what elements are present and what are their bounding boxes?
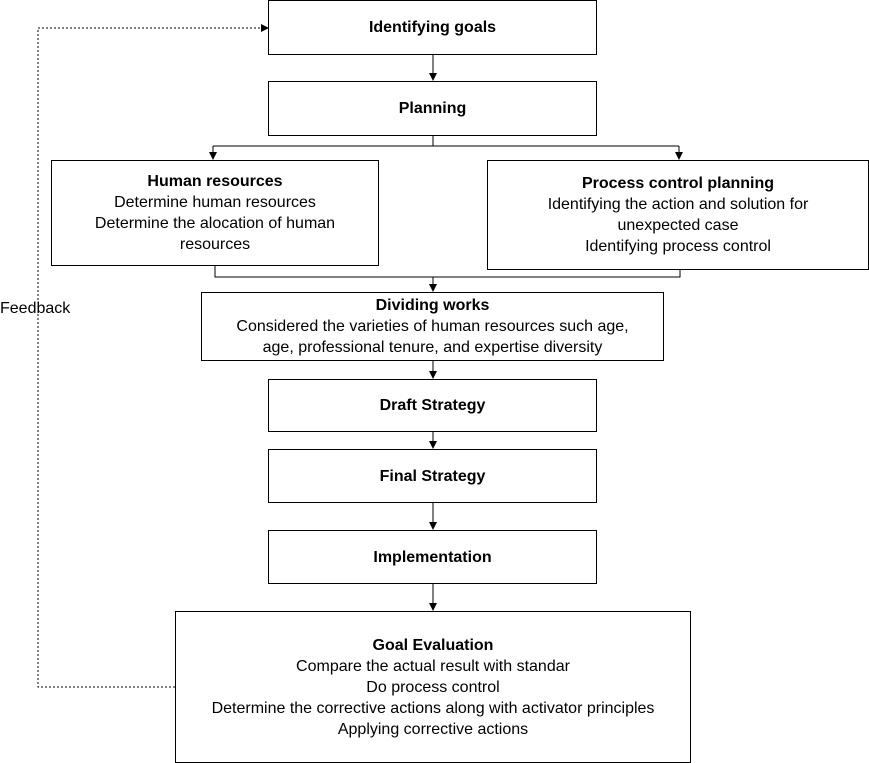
goal-evaluation-title: Goal Evaluation: [372, 636, 494, 654]
human-resources-line-1: Determine human resources: [114, 194, 316, 211]
identifying-goals-box: Identifying goals: [268, 0, 597, 55]
feedback-label: Feedback: [0, 300, 71, 317]
dividing-works-line-1: Considered the varieties of human resour…: [236, 318, 629, 335]
process-control-planning-title: Process control planning: [581, 175, 775, 192]
arrow-planning-to-branches: [213, 135, 434, 147]
dividing-works-line-2: age, professional tenure, and expertise …: [262, 339, 603, 356]
process-control-planning-box: Process control planning Identifying the…: [487, 160, 869, 270]
dividing-works-title: Dividing works: [375, 297, 490, 314]
human-resources-line-3: resources: [179, 236, 251, 253]
process-control-line-3: Identifying process control: [585, 238, 771, 255]
human-resources-box: Human resources Determine human resource…: [51, 160, 379, 266]
human-resources-line-2: Determine the alocation of human: [94, 215, 336, 232]
process-control-line-2: unexpected case: [617, 217, 739, 234]
implementation-title: Implementation: [373, 548, 492, 566]
goal-evaluation-line-1: Compare the actual result with standar: [296, 657, 570, 675]
draft-strategy-title: Draft Strategy: [379, 397, 486, 414]
arrow-branches-to-dividing: [214, 266, 681, 278]
goal-evaluation-line-3: Determine the corrective actions along w…: [211, 699, 655, 717]
dividing-works-box: Dividing works Considered the varieties …: [201, 292, 664, 361]
final-strategy-box: Final Strategy: [268, 449, 597, 503]
goal-evaluation-line-4: Applying corrective actions: [337, 720, 529, 738]
planning-title: Planning: [398, 100, 467, 117]
human-resources-title: Human resources: [147, 173, 283, 190]
identifying-goals-title: Identifying goals: [368, 19, 497, 36]
draft-strategy-box: Draft Strategy: [268, 379, 597, 432]
goal-evaluation-box: Goal Evaluation Compare the actual resul…: [175, 611, 691, 763]
process-control-line-1: Identifying the action and solution for: [547, 196, 809, 213]
goal-evaluation-line-2: Do process control: [366, 678, 500, 696]
final-strategy-title: Final Strategy: [379, 467, 486, 485]
implementation-box: Implementation: [268, 530, 597, 584]
planning-box: Planning: [268, 81, 597, 136]
feedback-loop: [37, 24, 269, 688]
